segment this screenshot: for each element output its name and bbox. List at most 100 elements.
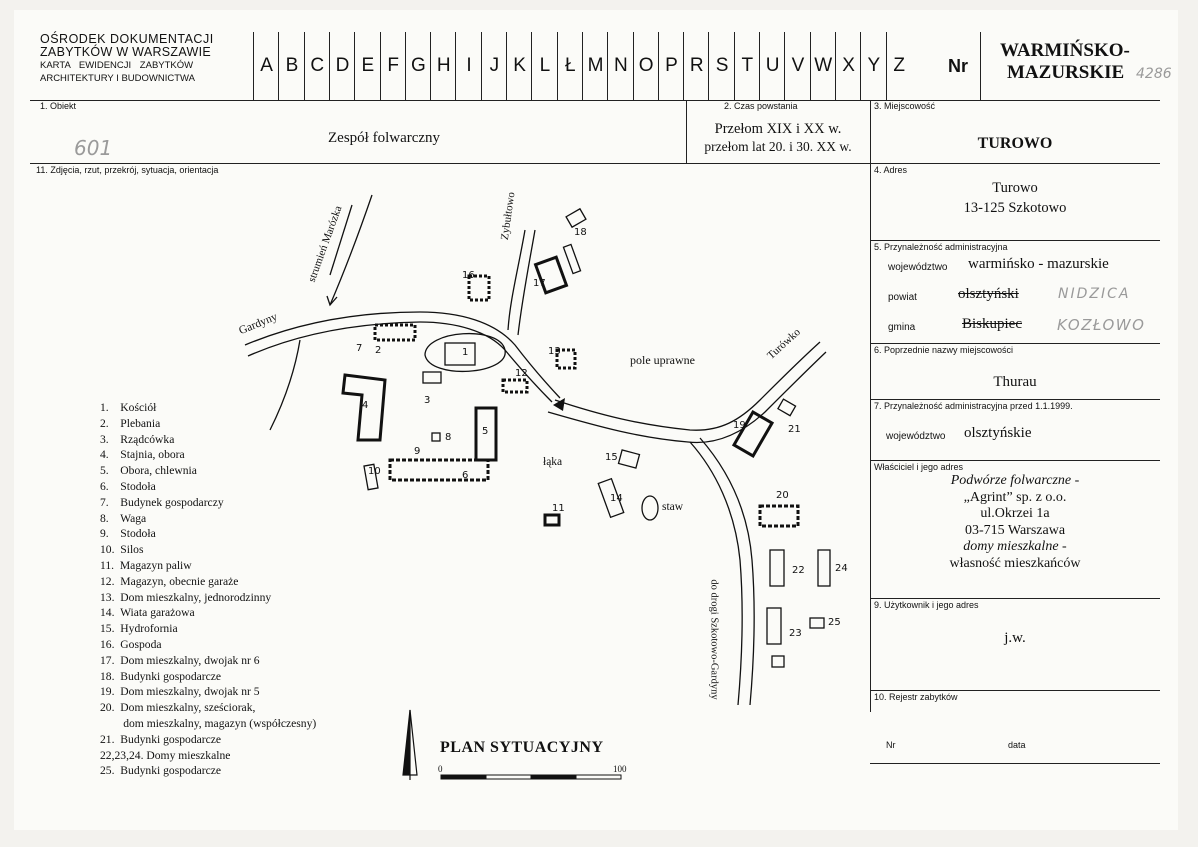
obiekt-value: Zespół folwarczny — [328, 130, 441, 146]
miejscowosc-label: 3. Miejscowość — [874, 101, 936, 111]
building-number: 24 — [835, 563, 848, 574]
building-number: 22 — [792, 565, 805, 576]
letter-cell: C — [303, 32, 330, 100]
legend-item: 11. Magazyn paliw — [100, 558, 192, 572]
letter-cell: L — [531, 32, 557, 100]
letter-cell: R — [683, 32, 709, 100]
letter-cell: J — [480, 32, 507, 100]
letter-cell: H — [430, 32, 456, 100]
wojewodztwo-value: warmińsko - mazurskie — [968, 256, 1109, 272]
legend-item: 6. Stodoła — [100, 479, 156, 493]
rejestr-label: 10. Rejestr zabytków — [874, 692, 958, 702]
wlasciciel-label: Właściciel i jego adres — [874, 462, 964, 472]
obiekt-handwritten: 601 — [74, 136, 113, 160]
letter-cell: K — [506, 32, 532, 100]
building-number: 13 — [548, 346, 561, 357]
letter-cell: F — [379, 32, 406, 100]
letter-cell-text: C — [310, 55, 325, 76]
legend-item: 4. Stajnia, obora — [100, 448, 185, 462]
building-number: 19 — [733, 420, 746, 431]
czas-line: przełom lat 20. i 30. XX w. — [704, 139, 852, 154]
letter-cell-text: D — [335, 55, 350, 76]
uzytkownik-value: j.w. — [1004, 630, 1026, 646]
legend-item: 13. Dom mieszkalny, jednorodzinny — [100, 590, 272, 604]
building-number: 10 — [368, 466, 381, 477]
letter-cell: P — [657, 32, 684, 100]
building-number: 16 — [462, 270, 475, 281]
letter-cell-text: I — [466, 55, 472, 76]
letter-cell: N — [607, 32, 633, 100]
miejscowosc-value: TUROWO — [977, 135, 1053, 152]
building-number: 12 — [515, 368, 528, 379]
przed1999-woj-label: województwo — [886, 431, 946, 442]
letter-cell-text: A — [260, 55, 273, 76]
legend-item: 9. Stodoła — [100, 527, 156, 541]
plan-label-staw: staw — [662, 501, 684, 513]
legend-item: dom mieszkalny, magazyn (współczesny) — [100, 716, 317, 730]
building-number: 14 — [610, 493, 623, 504]
letter-cell: U — [759, 32, 785, 100]
legend-item: 1. Kościół — [100, 401, 157, 414]
legend-item: 12. Magazyn, obecnie garaże — [100, 574, 239, 588]
letter-cell-text: Ł — [564, 55, 576, 76]
letter-cell: V — [784, 32, 810, 100]
legend-item: 18. Budynki gospodarcze — [100, 669, 222, 683]
letter-cell: E — [354, 32, 380, 100]
letter-cell: Ł — [556, 32, 583, 100]
wlasciciel-value: Podwórze folwarczne - „Agrint” sp. z o.o… — [870, 473, 1160, 572]
gmina-value: Biskupiec — [962, 316, 1022, 332]
letter-cell-text: R — [689, 55, 704, 76]
building-number: 20 — [776, 490, 789, 501]
building-number: 6 — [462, 470, 469, 481]
letter-cell: A — [253, 32, 279, 100]
building-number: 4 — [362, 400, 369, 411]
letter-cell-text: J — [489, 55, 500, 76]
institution-line: ZABYTKÓW W WARSZAWIE — [40, 45, 212, 59]
region-line: MAZURSKIE — [1007, 62, 1125, 83]
letter-cell-text: P — [665, 55, 678, 76]
wlasciciel-line: ul.Okrzei 1a — [980, 506, 1050, 521]
uzytkownik-label: 9. Użytkownik i jego adres — [874, 600, 979, 610]
institution-line: ARCHITEKTURY I BUDOWNICTWA — [40, 73, 195, 84]
letter-cell-text: L — [539, 55, 551, 76]
powiat-handwritten: NIDZICA — [1058, 286, 1131, 302]
zdjecia-label: 11. Zdjęcia, rzut, przekrój, sytuacja, o… — [36, 165, 219, 175]
nr-label: Nr — [948, 56, 969, 76]
wlasciciel-line: własność mieszkańców — [949, 555, 1081, 571]
przynaleznosc-label: 5. Przynależność administracyjna — [874, 242, 1008, 252]
legend-item: 17. Dom mieszkalny, dwojak nr 6 — [100, 653, 260, 667]
wojewodztwo-label: województwo — [888, 262, 948, 273]
czas-value: Przełom XIX i XX w. przełom lat 20. i 30… — [686, 121, 870, 155]
building-number: 9 — [414, 446, 421, 457]
letter-cell: Y — [860, 32, 886, 100]
wlasciciel-line: domy mieszkalne - — [963, 539, 1067, 554]
handwritten-number: 4286 — [1136, 66, 1172, 82]
building-number: 1 — [462, 347, 469, 358]
site-plan-drawing — [244, 194, 831, 780]
building-number: 25 — [828, 617, 841, 628]
letter-cell-text: S — [715, 55, 729, 76]
institution-line: OŚRODEK DOKUMENTACJI — [40, 32, 214, 46]
region-title: WARMIŃSKO- MAZURSKIE — [1000, 40, 1130, 84]
institution-line: KARTA EWIDENCJI ZABYTKÓW — [40, 60, 194, 71]
building-number: 7 — [356, 343, 363, 354]
przed1999-woj-value: olsztyńskie — [964, 425, 1032, 441]
letter-cell: D — [328, 32, 355, 100]
letter-cell: Z — [885, 32, 912, 100]
record-card — [14, 10, 1178, 830]
czas-label: 2. Czas powstania — [724, 101, 798, 111]
letter-cell-text: W — [814, 55, 833, 76]
letter-cell-text: Y — [867, 55, 881, 76]
wlasciciel-line: Podwórze folwarczne - — [950, 473, 1080, 488]
building-number: 23 — [789, 628, 802, 639]
legend-item: 7. Budynek gospodarczy — [100, 495, 224, 509]
letter-cell-text: Z — [893, 55, 905, 76]
legend-item: 22,23,24. Domy mieszkalne — [100, 748, 231, 762]
legend-item: 10. Silos — [100, 543, 144, 557]
legend-item: 21. Budynki gospodarcze — [100, 732, 222, 746]
institution-header: OŚRODEK DOKUMENTACJI ZABYTKÓW W WARSZAWI… — [40, 33, 214, 85]
letter-cell-text: B — [285, 55, 299, 76]
wlasciciel-line: „Agrint” sp. z o.o. — [963, 489, 1067, 505]
przed1999-label: 7. Przynależność administracyjna przed 1… — [874, 401, 1073, 411]
